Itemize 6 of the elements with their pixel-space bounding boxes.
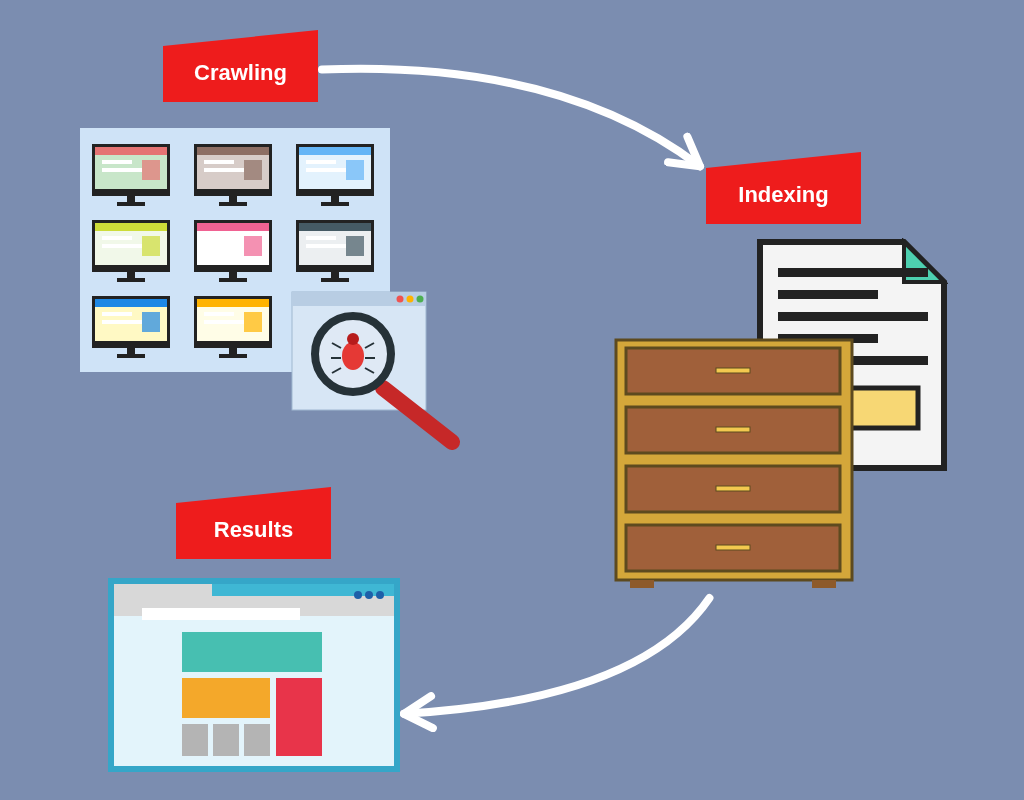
step-label: Indexing xyxy=(738,180,829,209)
results-page-drawing xyxy=(108,578,400,772)
curved-arrow xyxy=(400,594,714,732)
step-label: Crawling xyxy=(194,58,287,87)
curved-arrow xyxy=(318,64,704,171)
step-label: Results xyxy=(213,515,294,544)
